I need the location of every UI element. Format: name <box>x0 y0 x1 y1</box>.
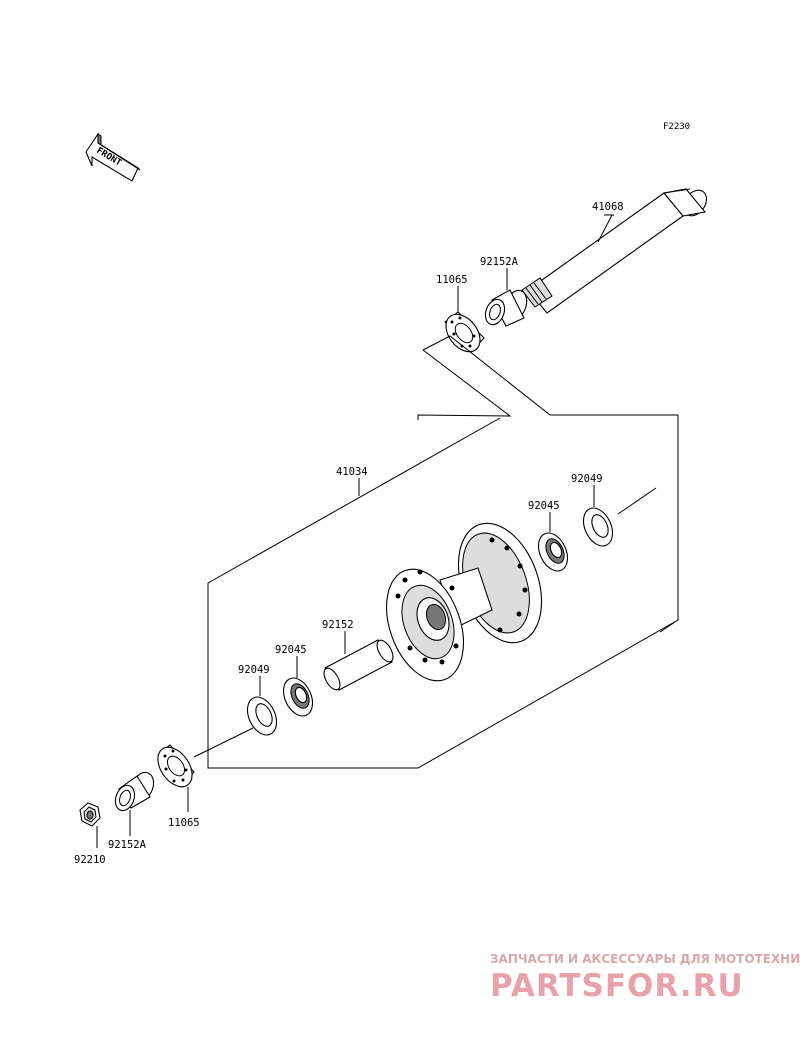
watermark-tagline: ЗАПЧАСТИ И АКСЕССУАРЫ ДЛЯ МОТОТЕХНИКИ <box>490 952 800 966</box>
label-bearing-left: 92045 <box>275 644 307 656</box>
axle-41068 <box>521 188 708 314</box>
bearing-left-92045 <box>282 677 314 717</box>
label-seal-right: 92049 <box>571 473 603 485</box>
label-spacer: 92152 <box>322 619 354 631</box>
nut-92210 <box>79 802 101 827</box>
bearing-right-92045 <box>537 532 569 572</box>
label-bearing-right: 92045 <box>528 500 560 512</box>
watermark-brand: PARTSFOR.RU <box>490 968 744 1004</box>
front-arrow-icon: FRONT <box>85 132 141 182</box>
collar-bottom-92152A <box>114 771 155 812</box>
label-hub: 41034 <box>336 466 368 478</box>
assembly-guide-line-bottom <box>193 727 254 758</box>
seal-left-92049 <box>246 696 278 736</box>
seal-right-92049 <box>582 507 614 547</box>
hub-bracket-line <box>207 417 679 769</box>
label-seal-left: 92049 <box>238 664 270 676</box>
coupling-bottom-11065 <box>157 744 195 788</box>
label-coupling-top: 11065 <box>436 274 468 286</box>
coupling-top-11065 <box>444 311 485 353</box>
label-collar-top: 92152A <box>480 256 519 268</box>
label-axle: 41068 <box>592 201 624 213</box>
collar-top-92152A <box>484 289 528 327</box>
spacer-92152 <box>323 639 394 691</box>
hub-41034 <box>386 522 543 682</box>
label-collar-bottom: 92152A <box>108 839 147 851</box>
label-coupling-bottom: 11065 <box>168 817 200 829</box>
label-nut: 92210 <box>74 854 106 866</box>
figure-code: F2230 <box>663 122 690 132</box>
